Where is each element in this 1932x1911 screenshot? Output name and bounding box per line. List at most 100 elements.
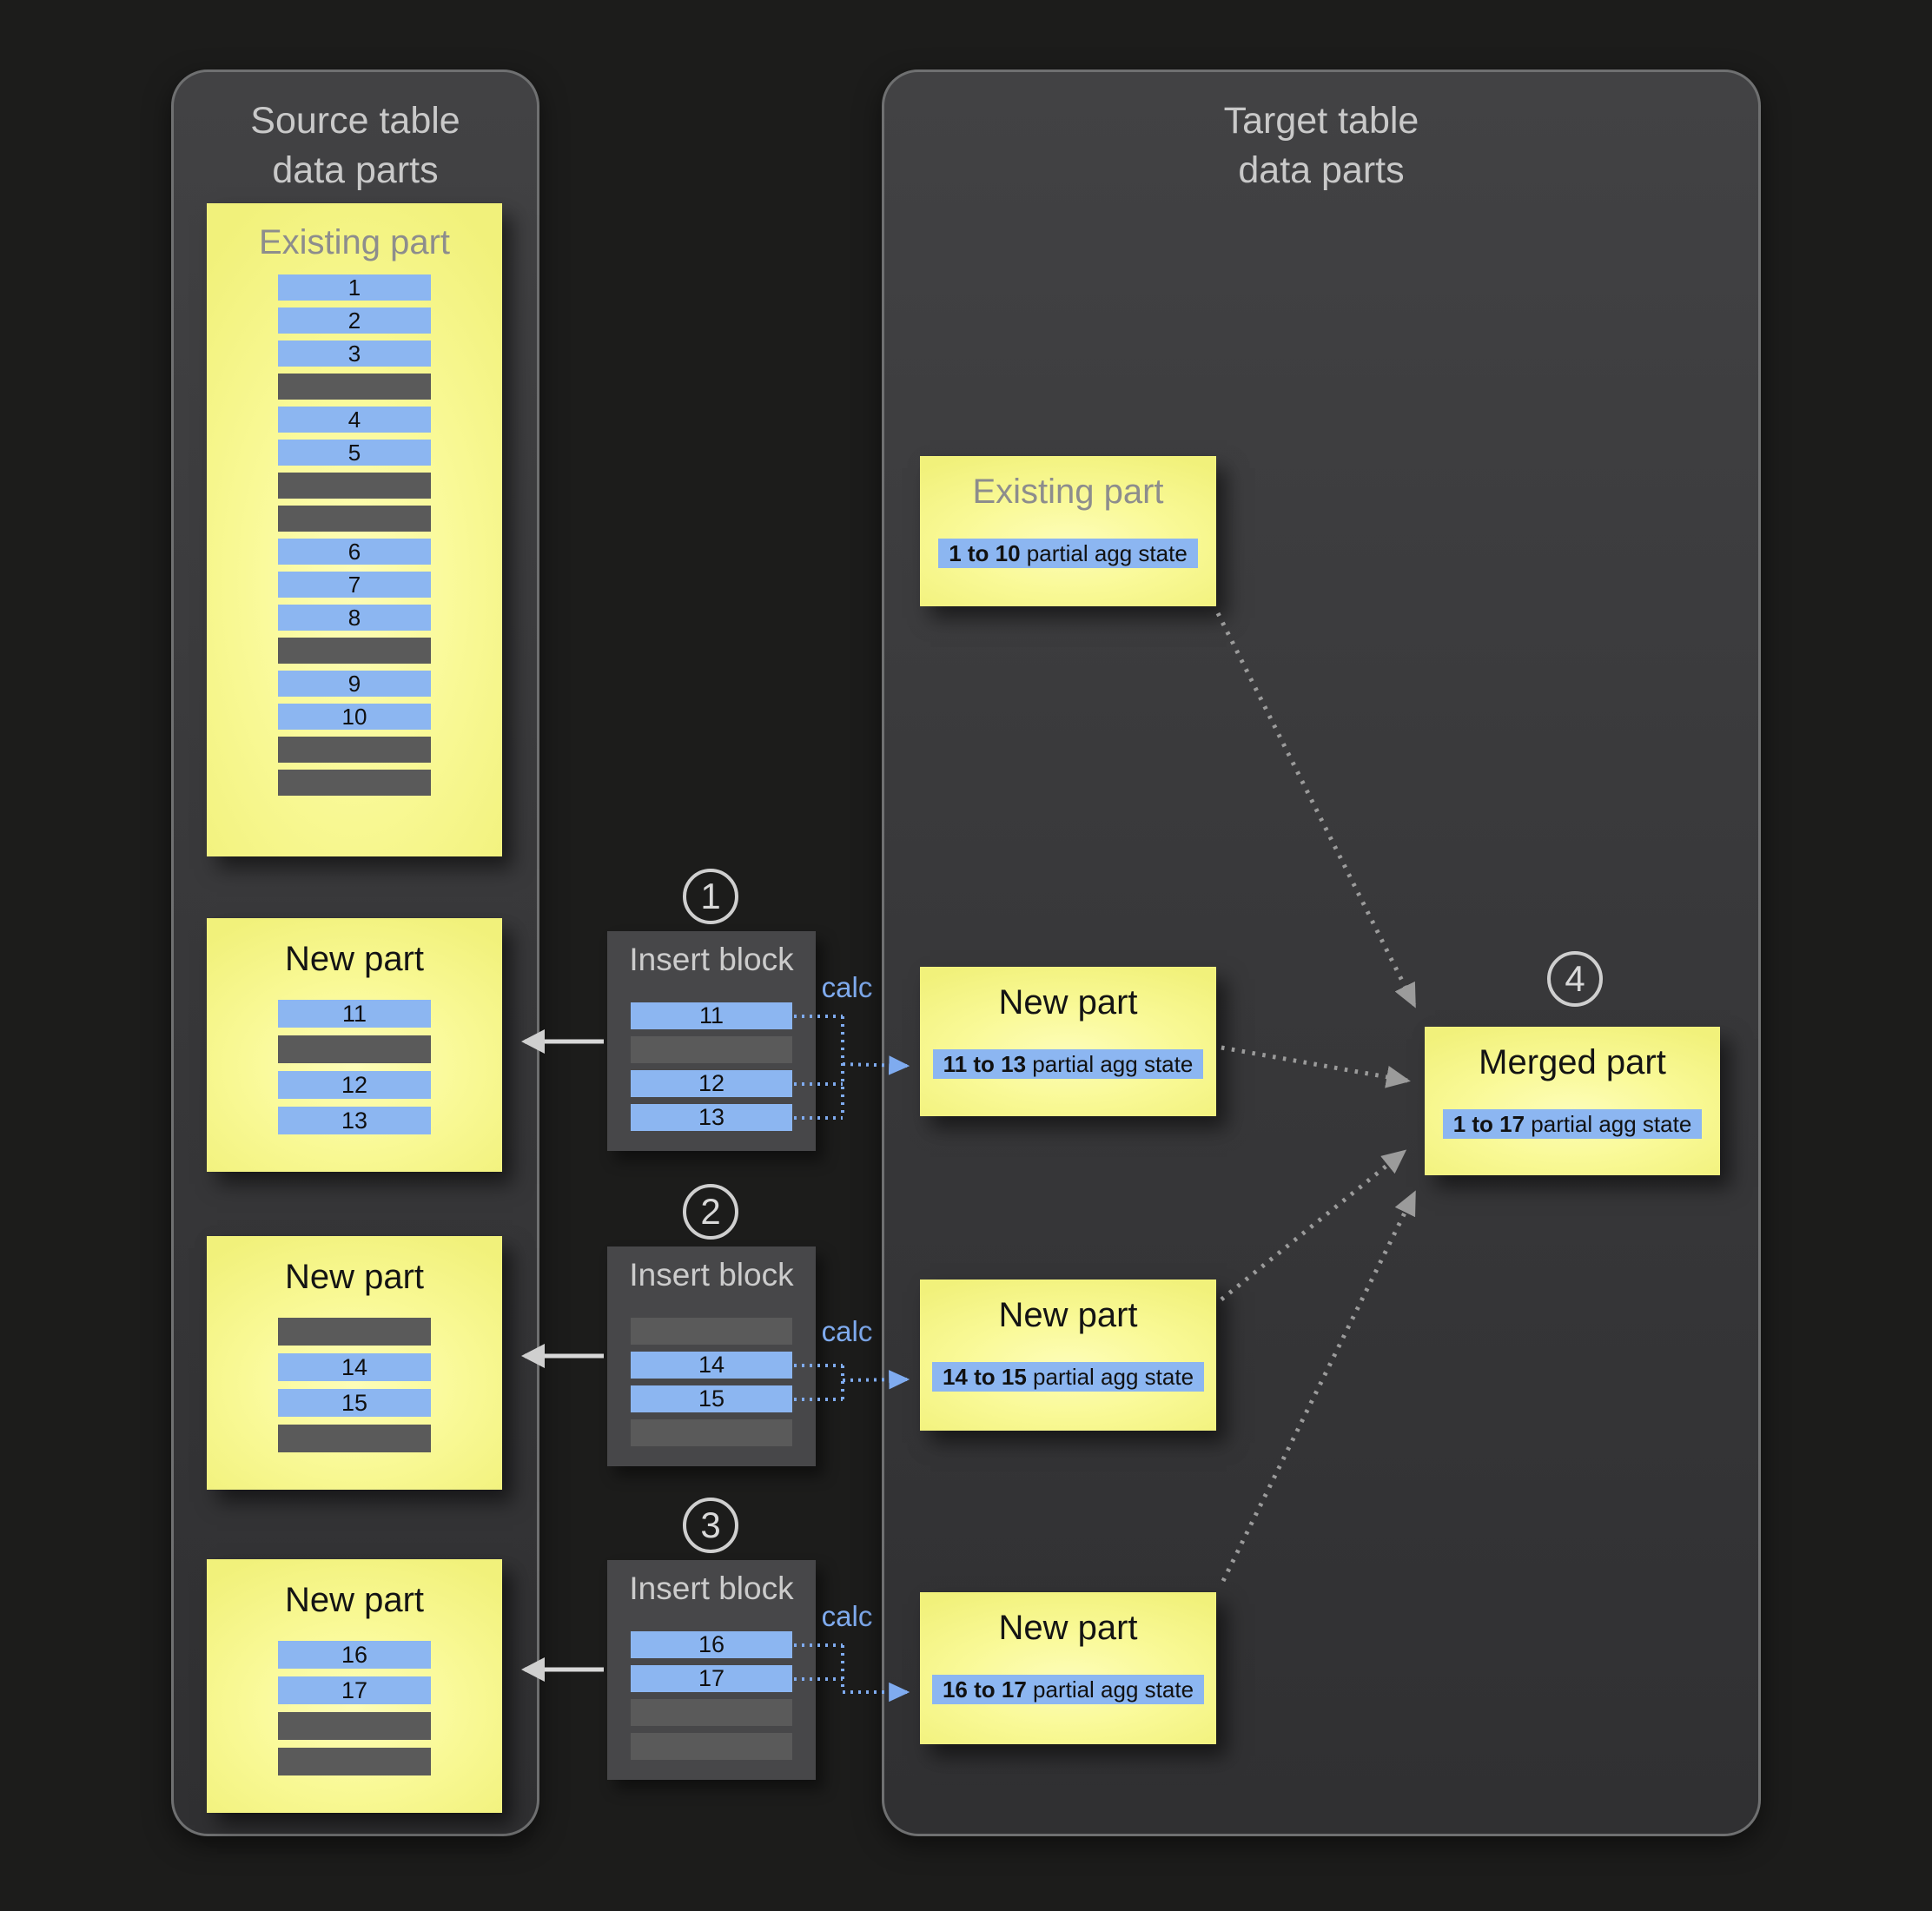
target-existing-part-title: Existing part: [972, 473, 1164, 511]
agg-state-badge-1: 11 to 13 partial agg state: [932, 1049, 1204, 1079]
data-row: 17: [278, 1676, 431, 1704]
data-row: 13: [631, 1104, 792, 1131]
data-row: 16: [631, 1631, 792, 1658]
insert-block-1: Insert block 11 12 13: [607, 931, 816, 1151]
data-row: 7: [278, 572, 431, 598]
data-row: 9: [278, 671, 431, 697]
insert-block-3-title: Insert block: [629, 1570, 794, 1606]
agg-suffix: partial agg state: [1026, 1051, 1194, 1077]
data-row: 16: [278, 1641, 431, 1669]
source-panel-title-line1: Source table: [250, 100, 460, 142]
calc-label-2: calc: [821, 1315, 873, 1347]
source-existing-part-title: Existing part: [258, 223, 451, 261]
source-new-part-1: New part 11 12 13: [207, 918, 502, 1172]
agg-range: 1 to 17: [1452, 1111, 1525, 1137]
step-1-number: 1: [700, 876, 721, 916]
empty-row: [278, 1318, 431, 1346]
data-row: 4: [278, 407, 431, 433]
agg-range: 14 to 15: [942, 1364, 1027, 1390]
source-new-part-1-title: New part: [284, 940, 425, 978]
target-new-part-3: New part 16 to 17 partial agg state: [920, 1592, 1216, 1744]
source-new-part-3-title: New part: [284, 1581, 425, 1619]
agg-suffix: partial agg state: [1026, 1676, 1194, 1703]
agg-suffix: partial agg state: [1020, 540, 1188, 566]
step-2-number: 2: [700, 1191, 721, 1232]
source-new-part-2-title: New part: [284, 1258, 425, 1296]
data-row: 11: [278, 1000, 431, 1028]
data-row: 11: [631, 1002, 792, 1029]
merged-part-title: Merged part: [1479, 1043, 1666, 1081]
step-2-badge: 2: [683, 1184, 738, 1240]
step-3-badge: 3: [683, 1498, 738, 1553]
data-row: 17: [631, 1665, 792, 1692]
empty-row: [278, 1712, 431, 1740]
target-existing-part: Existing part 1 to 10 partial agg state: [920, 456, 1216, 606]
data-row: 1: [278, 274, 431, 301]
insert-block-1-title: Insert block: [629, 942, 794, 977]
source-existing-part: Existing part 1 2 3 4 5 6 7 8 9 10: [207, 203, 502, 856]
empty-row: [278, 374, 431, 400]
data-row: 15: [278, 1389, 431, 1417]
empty-row: [631, 1036, 792, 1063]
empty-row: [278, 1748, 431, 1775]
insert-block-1-rows: 11 12 13: [631, 1002, 792, 1131]
insert-block-2-title: Insert block: [629, 1257, 794, 1293]
target-new-part-1-title: New part: [998, 983, 1138, 1022]
agg-range: 11 to 13: [943, 1051, 1027, 1077]
step-3-number: 3: [700, 1504, 721, 1545]
data-row: 14: [278, 1353, 431, 1381]
agg-state-badge-existing: 1 to 10 partial agg state: [938, 539, 1198, 568]
data-row: 2: [278, 307, 431, 334]
data-row: 3: [278, 341, 431, 367]
target-new-part-1: New part 11 to 13 partial agg state: [920, 967, 1216, 1116]
source-existing-rows: 1 2 3 4 5 6 7 8 9 10: [278, 274, 431, 796]
agg-range: 16 to 17: [942, 1676, 1027, 1703]
merged-part: Merged part 1 to 17 partial agg state: [1425, 1027, 1720, 1175]
agg-suffix: partial agg state: [1026, 1364, 1194, 1390]
data-row: 12: [278, 1071, 431, 1099]
target-new-part-3-title: New part: [998, 1609, 1138, 1647]
data-row: 15: [631, 1385, 792, 1412]
data-row: 12: [631, 1070, 792, 1097]
agg-state-badge-2: 14 to 15 partial agg state: [931, 1362, 1205, 1392]
empty-row: [631, 1733, 792, 1760]
empty-row: [278, 1425, 431, 1452]
target-new-part-2: New part 14 to 15 partial agg state: [920, 1280, 1216, 1431]
step-4-number: 4: [1565, 958, 1585, 999]
empty-row: [278, 770, 431, 796]
calc-label-1: calc: [821, 971, 873, 1003]
agg-state-badge-merged: 1 to 17 partial agg state: [1442, 1109, 1703, 1139]
empty-row: [278, 638, 431, 664]
data-row: 8: [278, 605, 431, 631]
target-panel-title-line1: Target table: [1223, 100, 1419, 142]
agg-range: 1 to 10: [949, 540, 1021, 566]
empty-row: [631, 1699, 792, 1726]
data-row: 13: [278, 1107, 431, 1134]
empty-row: [278, 473, 431, 499]
empty-row: [631, 1318, 792, 1345]
data-row: 6: [278, 539, 431, 565]
target-panel-title: Target table data parts: [884, 72, 1758, 195]
empty-row: [278, 737, 431, 763]
data-row: 10: [278, 704, 431, 730]
data-row: 14: [631, 1352, 792, 1379]
empty-row: [631, 1419, 792, 1446]
data-row: 5: [278, 440, 431, 466]
target-new-part-2-title: New part: [998, 1296, 1138, 1334]
step-1-badge: 1: [683, 869, 738, 924]
empty-row: [278, 506, 431, 532]
target-panel-title-line2: data parts: [1238, 149, 1405, 191]
target-table-panel: Target table data parts: [882, 69, 1761, 1836]
agg-state-badge-3: 16 to 17 partial agg state: [931, 1675, 1205, 1704]
source-new-part-1-rows: 11 12 13: [278, 1000, 431, 1134]
agg-suffix: partial agg state: [1525, 1111, 1692, 1137]
